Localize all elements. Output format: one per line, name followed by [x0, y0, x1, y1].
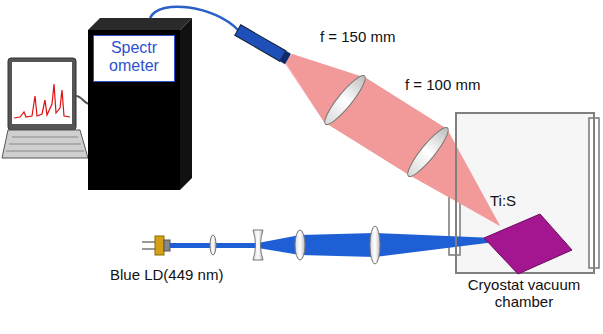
instrument-label: Spectr ometer — [94, 36, 174, 79]
signal-beam — [284, 54, 500, 226]
lens — [403, 124, 453, 181]
laptop — [2, 58, 90, 158]
focal-length: f = 100 mm — [405, 76, 480, 93]
laser-diode — [142, 236, 170, 255]
cryostat-chamber: Cryostat vacuum chamberTi:S — [455, 112, 595, 274]
pump-beam — [170, 233, 495, 257]
optical-fiber — [150, 7, 238, 30]
crystal-diamond: Ti:S — [482, 192, 574, 276]
lens — [295, 230, 305, 260]
concave-lens — [253, 230, 263, 260]
focal-length: f = 150 mm — [320, 28, 395, 45]
lens — [370, 226, 380, 264]
chamber-label: Cryostat vacuum chamber — [449, 276, 599, 311]
fiber-collimator — [235, 25, 291, 64]
spectrometer-box — [88, 18, 192, 190]
lens — [320, 72, 370, 129]
crystal-label: Ti:S — [490, 192, 516, 209]
lens — [210, 235, 216, 255]
laser-label: Blue LD(449 nm) — [110, 266, 223, 283]
spectrometer-label: Spectr ometer — [93, 35, 175, 82]
